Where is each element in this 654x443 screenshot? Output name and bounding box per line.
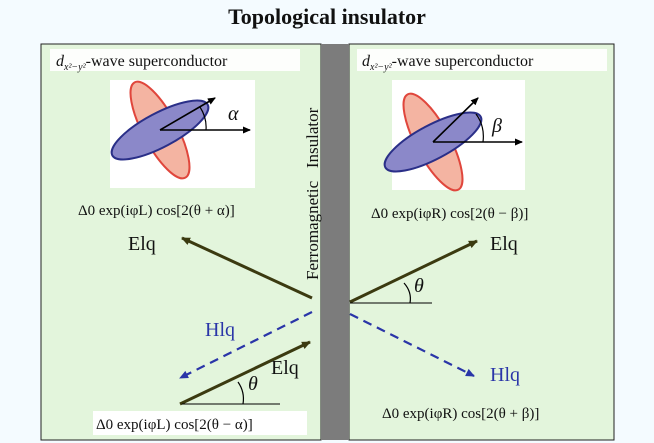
left-panel-heading: dx²−y²-wave superconductor [56,53,228,73]
ferromagnetic-insulator-barrier [321,44,349,440]
beta-angle-label: β [491,115,502,137]
left-pairing-bottom: Δ0 exp(iφL) cos[2(θ − α)] [96,417,253,433]
diagram-title: Topological insulator [228,4,426,29]
incident-electron-label: Elq [271,357,299,379]
reflected-electron-label: Elq [128,233,156,255]
incident-electron-arrow [179,340,311,406]
left-theta-label: θ [248,373,258,395]
right-pairing-bottom: Δ0 exp(iφR) cos[2(θ + β)] [382,406,539,422]
transmitted-hole-arrow [349,313,475,377]
left-d-wave-orbital: α [110,80,255,188]
right-theta-label: θ [414,275,424,297]
transmitted-electron-arrow [349,239,478,304]
right-panel-heading: dx²−y²-wave superconductor [362,53,534,73]
left-pairing-top: Δ0 exp(iφL) cos[2(θ + α)] [78,203,235,219]
andreev-hole-label: Hlq [205,319,235,341]
right-pairing-top: Δ0 exp(iφR) cos[2(θ − β)] [371,206,528,222]
reflected-electron-arrow [181,236,313,300]
andreev-hole-arrow [179,311,313,379]
alpha-angle-label: α [228,103,239,125]
transmitted-electron-label: Elq [490,233,518,255]
transmitted-hole-label: Hlq [490,364,520,386]
right-d-wave-orbital: β [383,80,525,192]
barrier-label: Ferromagnetic Insulator [303,107,322,280]
